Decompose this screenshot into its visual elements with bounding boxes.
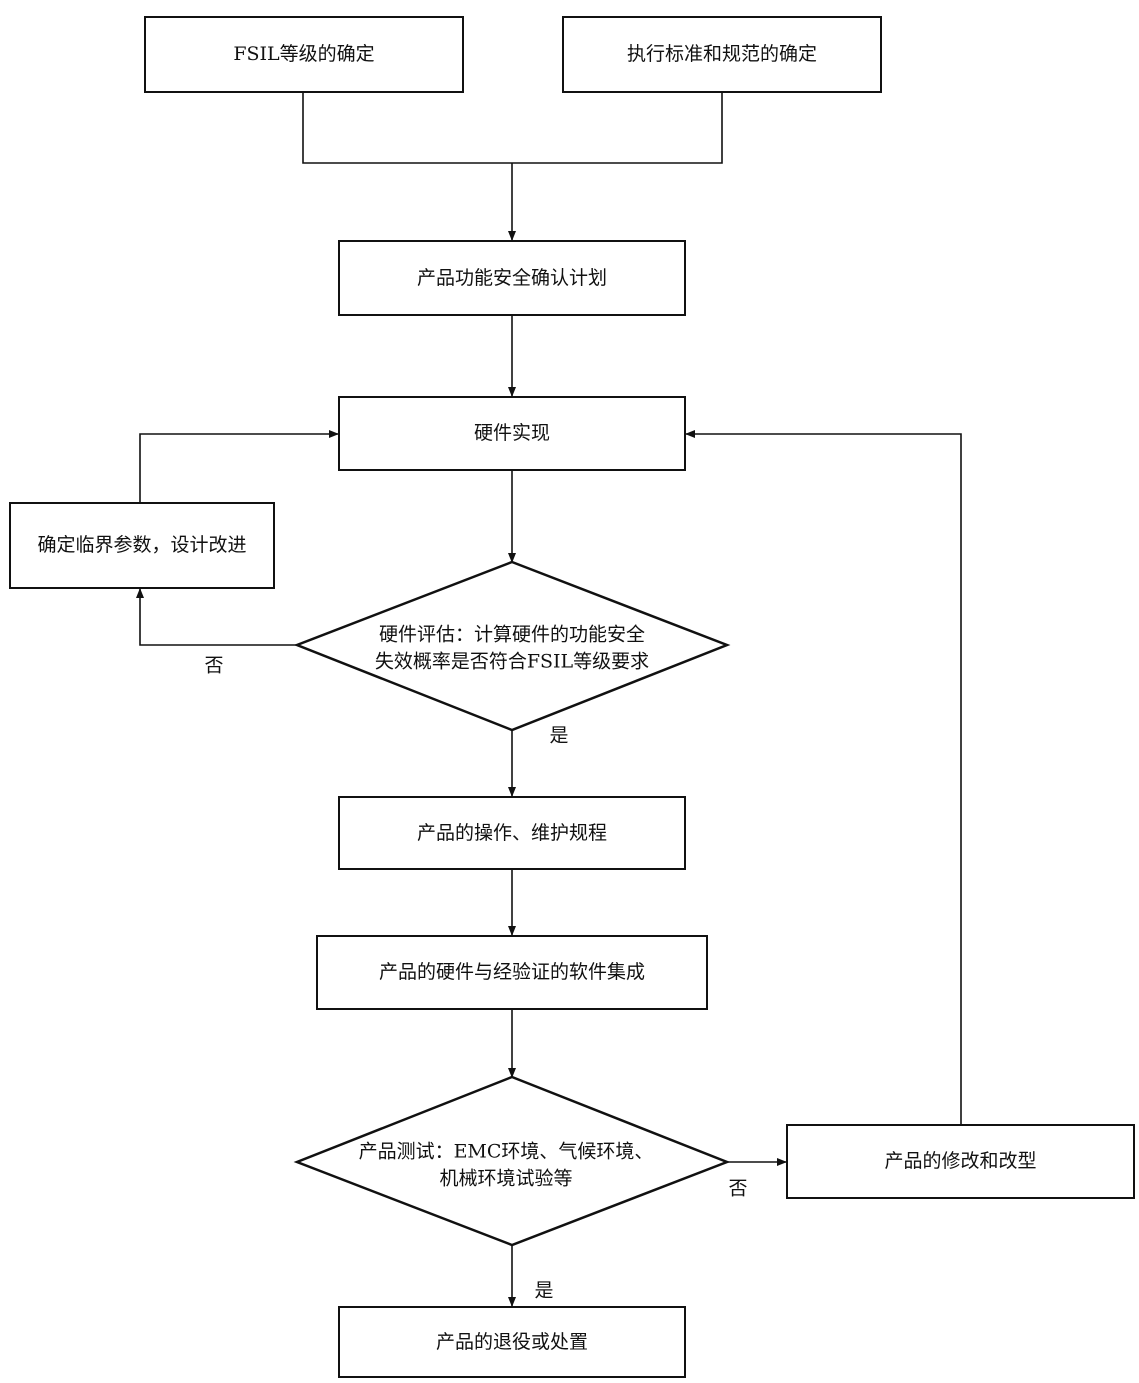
fsil-level-box: FSIL等级的确定 <box>144 16 464 93</box>
hw-eval-diamond <box>293 560 731 732</box>
standards-label: 执行标准和规范的确定 <box>626 43 817 66</box>
hw-impl-box: 硬件实现 <box>338 396 686 471</box>
connector-fsil-merge <box>302 92 723 164</box>
ops-maintenance-label: 产品的操作、维护规程 <box>416 821 607 844</box>
safety-plan-label: 产品功能安全确认计划 <box>416 266 607 289</box>
arrow-modify-to-impl <box>685 430 962 1124</box>
eval-no-label: 否 <box>204 654 224 677</box>
arrow-eval-no <box>136 588 297 646</box>
test-text: 产品测试：EMC环境、气候环境、 机械环境试验等 <box>359 1138 654 1191</box>
fsil-level-label: FSIL等级的确定 <box>233 43 375 66</box>
hw-eval-line2: 失效概率是否符合FSIL等级要求 <box>374 650 650 672</box>
test-diamond <box>293 1075 731 1247</box>
critical-params-box: 确定临界参数，设计改进 <box>9 502 275 589</box>
retire-label: 产品的退役或处置 <box>435 1330 588 1353</box>
critical-params-label: 确定临界参数，设计改进 <box>37 534 247 557</box>
integration-box: 产品的硬件与经验证的软件集成 <box>316 935 708 1010</box>
arrow-critical-to-impl <box>139 430 339 502</box>
hw-impl-label: 硬件实现 <box>473 422 550 445</box>
retire-box: 产品的退役或处置 <box>338 1306 686 1378</box>
modify-box: 产品的修改和改型 <box>786 1124 1135 1199</box>
safety-plan-box: 产品功能安全确认计划 <box>338 240 686 316</box>
test-no-label: 否 <box>728 1177 748 1200</box>
test-yes-label: 是 <box>534 1279 554 1302</box>
modify-label: 产品的修改和改型 <box>884 1150 1037 1173</box>
hw-eval-text: 硬件评估：计算硬件的功能安全 失效概率是否符合FSIL等级要求 <box>375 621 649 674</box>
test-line1: 产品测试：EMC环境、气候环境、 <box>358 1140 654 1163</box>
ops-maintenance-box: 产品的操作、维护规程 <box>338 796 686 870</box>
standards-box: 执行标准和规范的确定 <box>562 16 882 93</box>
test-line2: 机械环境试验等 <box>439 1167 573 1189</box>
eval-yes-label: 是 <box>549 724 569 747</box>
integration-label: 产品的硬件与经验证的软件集成 <box>378 961 645 984</box>
hw-eval-line1: 硬件评估：计算硬件的功能安全 <box>378 623 646 646</box>
